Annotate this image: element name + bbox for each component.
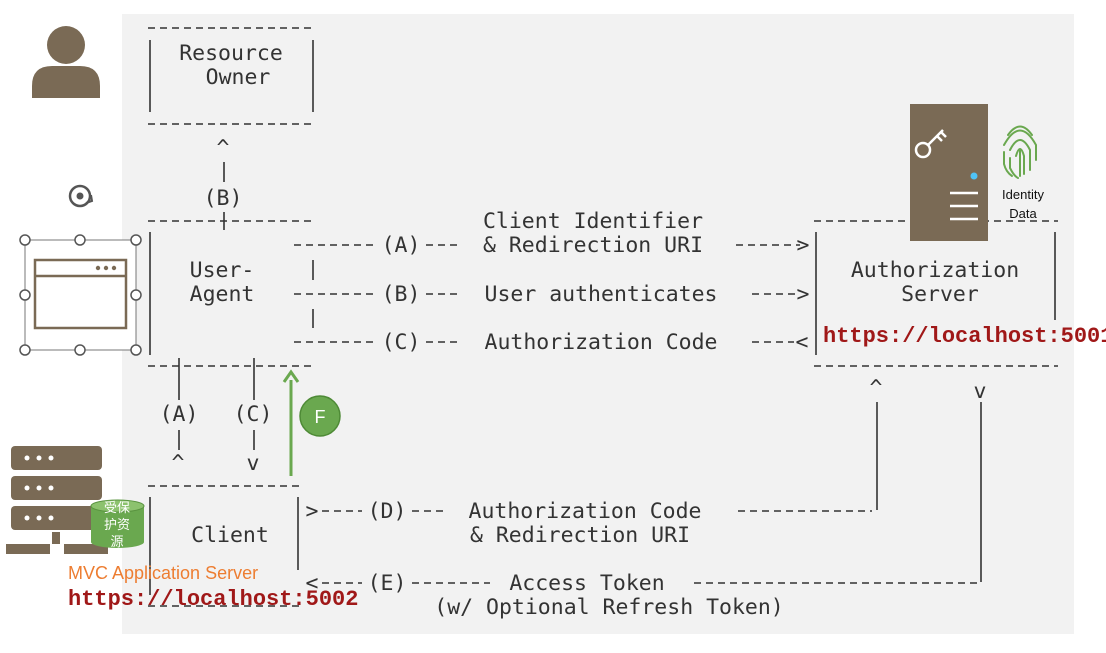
user-agent-line1: User- xyxy=(190,258,255,283)
client-box: Client xyxy=(148,485,300,607)
flow-a: (A) Client Identifier & Redirection URI … xyxy=(294,209,810,258)
agent-client-connector: (A) ^ (C) v xyxy=(160,358,273,476)
resource-owner-line1: Resource xyxy=(179,41,283,66)
fingerprint-icon xyxy=(1003,125,1037,179)
key-icon xyxy=(914,129,947,159)
flow-b: (B) User authenticates > xyxy=(294,282,810,307)
flow-a-label: (A) xyxy=(382,233,421,258)
svg-text:^: ^ xyxy=(172,451,185,476)
svg-text:^: ^ xyxy=(870,376,883,401)
auth-server-url: https://localhost:5001 xyxy=(823,324,1106,349)
flow-c: (C) Authorization Code < xyxy=(294,330,809,355)
mvc-application-label: MVC Application Server xyxy=(68,563,258,583)
svg-text:v: v xyxy=(974,379,987,404)
auth-server-line1: Authorization xyxy=(851,258,1019,283)
rotate-icon xyxy=(68,184,94,208)
svg-text:v: v xyxy=(247,451,260,476)
svg-text:>: > xyxy=(306,499,319,524)
flow-b-label: (B) xyxy=(382,282,421,307)
owner-agent-connector: ^ (B) xyxy=(204,136,243,230)
person-icon xyxy=(32,26,100,98)
flow-e-text-line2: (w/ Optional Refresh Token) xyxy=(434,595,784,620)
svg-text:>: > xyxy=(797,282,810,307)
flow-e-text-line1: Access Token xyxy=(509,571,664,596)
flow-d-text-line2: & Redirection URI xyxy=(470,523,690,548)
protected-resource-line1: 受保 xyxy=(104,500,130,515)
browser-window-icon xyxy=(19,234,142,356)
flow-e: < (E) Access Token (w/ Optional Refresh … xyxy=(306,379,987,620)
resource-owner-box: Resource Owner xyxy=(148,27,314,125)
flow-c-text: Authorization Code xyxy=(485,330,718,355)
protected-resource-line3: 源 xyxy=(110,534,123,549)
authorization-server-box: Authorization Server xyxy=(814,220,1058,367)
server-rack-icon xyxy=(6,446,108,554)
flow-d-label: (D) xyxy=(368,499,407,524)
svg-text:>: > xyxy=(797,233,810,258)
database-icon: 受保 护资 源 xyxy=(90,499,145,549)
flow-d: > (D) Authorization Code & Redirection U… xyxy=(306,376,883,548)
user-agent-box: User- Agent xyxy=(148,220,314,367)
flow-a-text-line1: Client Identifier xyxy=(483,209,703,234)
agent-client-a-label: (A) xyxy=(160,402,199,427)
identity-data-line1: Identity xyxy=(1002,187,1044,202)
svg-text:<: < xyxy=(306,571,319,596)
flow-a-text-line2: & Redirection URI xyxy=(483,233,703,258)
svg-text:<: < xyxy=(796,330,809,355)
key-server-icon xyxy=(910,104,988,241)
flow-b-text: User authenticates xyxy=(485,282,718,307)
flow-f-arrow: F xyxy=(282,369,341,476)
agent-client-c-label: (C) xyxy=(234,402,273,427)
flow-f-marker xyxy=(299,395,341,437)
svg-text:^: ^ xyxy=(217,136,230,161)
flow-f-label: F xyxy=(315,407,326,427)
identity-data-line2: Data xyxy=(1009,206,1037,221)
flow-c-label: (C) xyxy=(382,330,421,355)
protected-resource-line2: 护资 xyxy=(104,517,130,532)
auth-server-line2: Server xyxy=(901,282,979,307)
user-agent-line2: Agent xyxy=(190,282,255,307)
client-label: Client xyxy=(191,523,269,548)
flow-e-label: (E) xyxy=(368,571,407,596)
client-url: https://localhost:5002 xyxy=(68,587,358,612)
resource-owner-line2: Owner xyxy=(206,65,271,90)
flow-d-text-line1: Authorization Code xyxy=(469,499,702,524)
owner-agent-label: (B) xyxy=(204,186,243,211)
